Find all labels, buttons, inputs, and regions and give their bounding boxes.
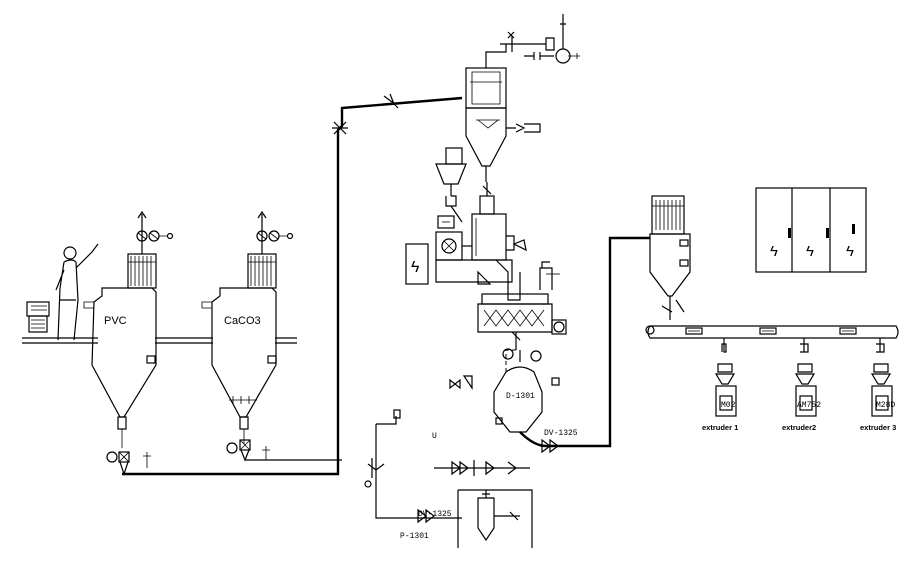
line-valve-icon xyxy=(332,93,399,135)
extruder-1-panel: M02 xyxy=(721,401,736,410)
additive-hopper xyxy=(435,147,467,223)
dv-1325-valve-icon xyxy=(541,438,559,454)
extruder-3: M28D extruder 3 xyxy=(860,338,896,432)
cyclone-receiver xyxy=(465,44,541,182)
control-desk xyxy=(26,301,50,333)
extruder-3-panel: M28D xyxy=(876,401,895,410)
dv-1325-bottom-label: DV-1325 xyxy=(418,510,452,519)
main-conveying-line xyxy=(122,96,463,476)
distribution-conveyor xyxy=(647,325,899,339)
pump-piping: DV-1325 P-1301 U xyxy=(364,409,533,548)
extruder-2: AM752 extruder2 xyxy=(782,338,821,432)
caco3-label: CaCO3 xyxy=(224,315,261,327)
mixer-electrical-cabinet: ϟ xyxy=(405,243,429,285)
cooler-screw xyxy=(477,261,567,350)
caco3-filter-fan-icon xyxy=(256,210,294,254)
cabinet-bolt-icon-2: ϟ xyxy=(806,243,814,260)
standalone-valve-symbols xyxy=(449,375,473,390)
pvc-silo: PVC xyxy=(83,253,157,418)
pvc-label: PVC xyxy=(104,315,127,327)
platform-floor xyxy=(22,337,297,344)
extruder-1-label: extruder 1 xyxy=(702,423,738,432)
caco3-silo: CaCO3 xyxy=(201,253,277,418)
pvc-discharge xyxy=(106,416,151,476)
main-electrical-cabinet: ϟ ϟ ϟ xyxy=(755,187,867,273)
caco3-discharge xyxy=(226,416,270,462)
dosing-vessel-label: D-1301 xyxy=(506,392,535,401)
p-1301-label: P-1301 xyxy=(400,532,429,541)
extruder-2-panel: AM752 xyxy=(797,401,821,410)
dv-1325-top-label: DV-1325 xyxy=(544,429,578,438)
cabinet-bolt-icon-3: ϟ xyxy=(846,243,854,260)
mixer-cabinet-bolt: ϟ xyxy=(411,259,420,276)
pvc-filter-fan-icon xyxy=(136,210,174,254)
extruder-1: M02 extruder 1 xyxy=(702,338,738,432)
extruder-3-label: extruder 3 xyxy=(860,423,896,432)
cabinet-bolt-icon-1: ϟ xyxy=(770,243,778,260)
right-receiver-hopper xyxy=(645,195,691,335)
u-marker: U xyxy=(432,432,437,441)
operator-figure xyxy=(55,243,99,341)
top-instrumentation xyxy=(500,14,580,64)
vessel-to-receiver-line xyxy=(519,236,650,448)
dosing-vessel: D-1301 xyxy=(493,348,560,433)
hot-mixer xyxy=(435,182,527,301)
extruder-2-label: extruder2 xyxy=(782,423,816,432)
